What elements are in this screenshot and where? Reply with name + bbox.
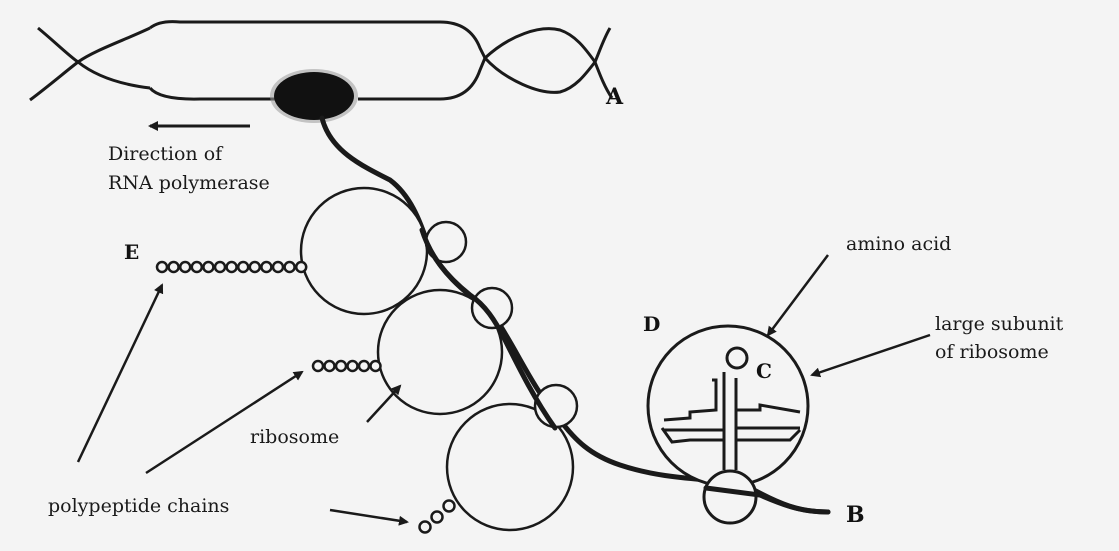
ribosome-middle: [376, 286, 514, 416]
amino-acid-bead: [190, 260, 204, 274]
amino-acid-bead: [167, 260, 180, 274]
polypeptide-arrow-middle: [145, 370, 304, 475]
rna-polymerase: [274, 72, 354, 120]
polypeptide-arrow-e: [76, 283, 164, 463]
amino-acid-bead: [418, 520, 432, 534]
direction-label-line2: RNA polymerase: [108, 172, 270, 194]
direction-label-line1: Direction of: [108, 143, 224, 165]
large-subunit-arrow: [810, 333, 931, 378]
amino-acid-bead: [283, 260, 296, 274]
amino-acid-bead: [430, 510, 444, 524]
amino-acid-bead: [334, 359, 348, 373]
amino-acid-bead: [346, 359, 359, 373]
amino-acid-bead: [369, 359, 382, 373]
amino-acid-bead: [213, 260, 227, 274]
polypeptide-chain-e: [155, 260, 308, 274]
label-b: B: [846, 502, 865, 528]
ribosome-label: ribosome: [250, 426, 339, 448]
polypeptide-chains-label: polypeptide chains: [48, 495, 229, 517]
amino-acid-bead: [442, 499, 456, 513]
ribosome-upper: [299, 186, 468, 316]
label-d: D: [643, 312, 660, 336]
amino-acid-bead: [248, 260, 262, 274]
amino-acid-bead: [225, 260, 238, 274]
polypeptide-chain-short: [418, 499, 456, 534]
amino-acid-bead: [323, 359, 336, 373]
amino-acid-bead: [294, 260, 308, 274]
amino-acid-bead: [202, 260, 215, 274]
large-subunit-label-line1: large subunit: [935, 313, 1064, 335]
ribosome-label-arrow: [366, 384, 402, 423]
dna-helix: [29, 20, 614, 102]
amino-acid-bead: [271, 260, 285, 274]
polypeptide-chain-middle: [311, 359, 382, 373]
amino-acid-bead: [236, 260, 250, 274]
amino-acid-label: amino acid: [846, 233, 951, 255]
amino-acid-bead: [311, 359, 325, 373]
large-subunit-label-line2: of ribosome: [935, 341, 1049, 363]
label-e: E: [124, 240, 139, 264]
label-a: A: [605, 84, 624, 110]
ribosome-detail-d: [646, 324, 810, 525]
amino-acid-bead: [260, 260, 273, 274]
ribosome-lower: [445, 383, 579, 532]
label-c: C: [756, 359, 772, 383]
amino-acid-arrow: [766, 254, 829, 337]
amino-acid-bead: [155, 260, 169, 274]
amino-acid-bead: [178, 260, 192, 274]
amino-acid-bead: [357, 359, 371, 373]
polypeptide-arrow-short: [329, 508, 409, 526]
